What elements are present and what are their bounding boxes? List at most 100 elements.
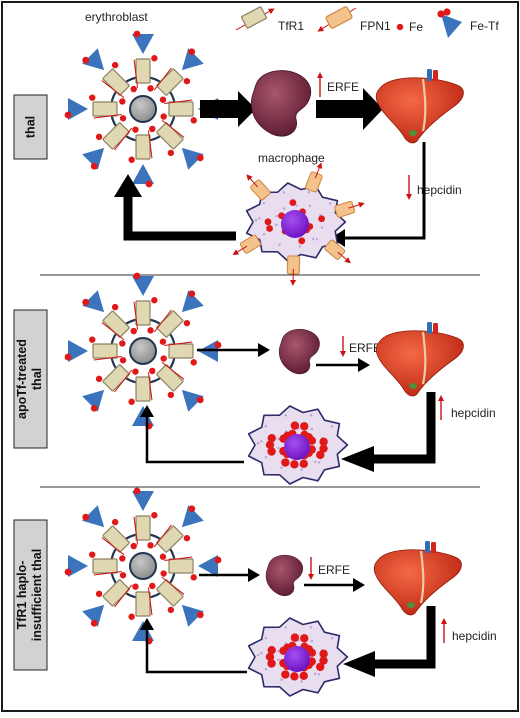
speckle xyxy=(265,668,267,670)
fe-dot xyxy=(120,115,126,121)
fe-tf-triangle xyxy=(80,382,112,414)
macrophage-cell xyxy=(232,163,364,283)
gallbladder xyxy=(409,383,417,389)
spleen-organ xyxy=(266,555,303,596)
tfr1-receptor xyxy=(169,102,193,116)
fe-dot xyxy=(281,458,289,466)
fe-dot xyxy=(89,551,95,557)
speckle xyxy=(309,205,311,207)
speckle xyxy=(265,456,267,458)
arrow-macrophage-to-erythroblast-line xyxy=(147,413,244,462)
speckle xyxy=(255,219,257,221)
speckle xyxy=(311,428,313,430)
speckle xyxy=(260,440,262,442)
legend-fpn1: FPN1 xyxy=(320,6,391,33)
fe-tf-triangle xyxy=(65,340,88,362)
fe-tf-triangle xyxy=(198,555,221,577)
erythroblast-label: erythroblast xyxy=(85,10,148,24)
macrophage-nucleus xyxy=(281,210,309,238)
fe-tf-triangle xyxy=(65,98,88,120)
speckle xyxy=(318,673,320,675)
speckle xyxy=(278,243,280,245)
spleen-organ xyxy=(251,71,310,137)
liver-shape xyxy=(374,550,461,615)
tfr1-receptor xyxy=(169,344,193,358)
fe-dot xyxy=(160,113,166,119)
speckle xyxy=(283,207,285,209)
arrow-erythroblast-to-spleen xyxy=(200,91,256,127)
speckle xyxy=(314,673,316,675)
arrow-liver-to-macrophage-head xyxy=(343,651,375,677)
fe-dot xyxy=(149,126,155,132)
tfr1-receptor xyxy=(93,559,117,573)
liver-vessel-blue xyxy=(427,69,432,81)
spleen-shape xyxy=(279,329,319,374)
fe-tf-triangle xyxy=(132,31,154,54)
liver-vessel-red xyxy=(433,323,438,334)
panel-tfr1-label-line2: insufficient thal xyxy=(30,549,44,641)
spleen-shape xyxy=(251,71,310,137)
speckle xyxy=(331,637,333,639)
tfr1-receptor xyxy=(136,301,150,325)
fe-dot xyxy=(160,97,166,103)
speckle xyxy=(321,226,323,228)
panel-thal-erfe: ERFE xyxy=(320,75,359,97)
fe-dot xyxy=(300,460,308,468)
hepcidin-label: hepcidin xyxy=(452,629,497,643)
tfr1-receptor xyxy=(136,135,150,159)
speckle xyxy=(285,414,287,416)
fe-dot xyxy=(290,672,298,680)
hepcidin-label: hepcidin xyxy=(451,406,496,420)
spleen-organ xyxy=(279,329,319,374)
fe-dot xyxy=(300,672,308,680)
fe-dot xyxy=(160,355,166,361)
speckle xyxy=(280,466,282,468)
speckle xyxy=(263,202,265,204)
fe-tf-triangle xyxy=(80,288,112,320)
fe-dot xyxy=(128,399,134,405)
fe-dot xyxy=(151,55,157,61)
speckle xyxy=(277,659,279,661)
speckle xyxy=(318,461,320,463)
fe-dot xyxy=(290,460,298,468)
speckle xyxy=(308,191,310,193)
panel-apotf: apoTf-treated thal ERFE hepcidin xyxy=(14,273,496,484)
liver-vessel-red xyxy=(431,542,436,553)
fe-dot xyxy=(131,543,137,549)
speckle xyxy=(314,461,316,463)
macrophage-nucleus xyxy=(284,646,310,672)
erfe-label: ERFE xyxy=(327,80,359,94)
fe-dot xyxy=(289,199,296,206)
speckle xyxy=(275,224,277,226)
fe-dot xyxy=(147,327,153,333)
fpn1-transporter xyxy=(232,234,261,258)
fpn1-transporter xyxy=(324,239,352,266)
fe-dot xyxy=(147,85,153,91)
fe-dot xyxy=(318,215,325,222)
fe-dot xyxy=(149,583,155,589)
legend-tfr1-label: TfR1 xyxy=(278,19,304,33)
fpn1-transporter xyxy=(244,173,271,201)
fe-dot xyxy=(96,591,102,597)
tfr1-receptor xyxy=(93,344,117,358)
speckle xyxy=(311,640,313,642)
speckle xyxy=(329,202,331,204)
fe-dot xyxy=(281,670,289,678)
liver-shape xyxy=(376,331,463,396)
arrow-liver-to-macrophage-head xyxy=(341,446,374,472)
fe-dot xyxy=(128,614,134,620)
fe-dot xyxy=(191,117,197,123)
fe-dot xyxy=(147,542,153,548)
arrow-spleen-to-liver-head xyxy=(358,358,370,372)
liver-vessel-blue xyxy=(427,322,432,334)
fe-dot xyxy=(300,634,308,642)
speckle xyxy=(316,238,318,240)
fe-dot xyxy=(132,368,138,374)
fe-tf-triangle xyxy=(174,140,206,172)
liver-shape xyxy=(376,78,463,143)
fe-tf-triangle xyxy=(174,46,206,78)
speckle xyxy=(331,425,333,427)
speckle xyxy=(258,217,260,219)
